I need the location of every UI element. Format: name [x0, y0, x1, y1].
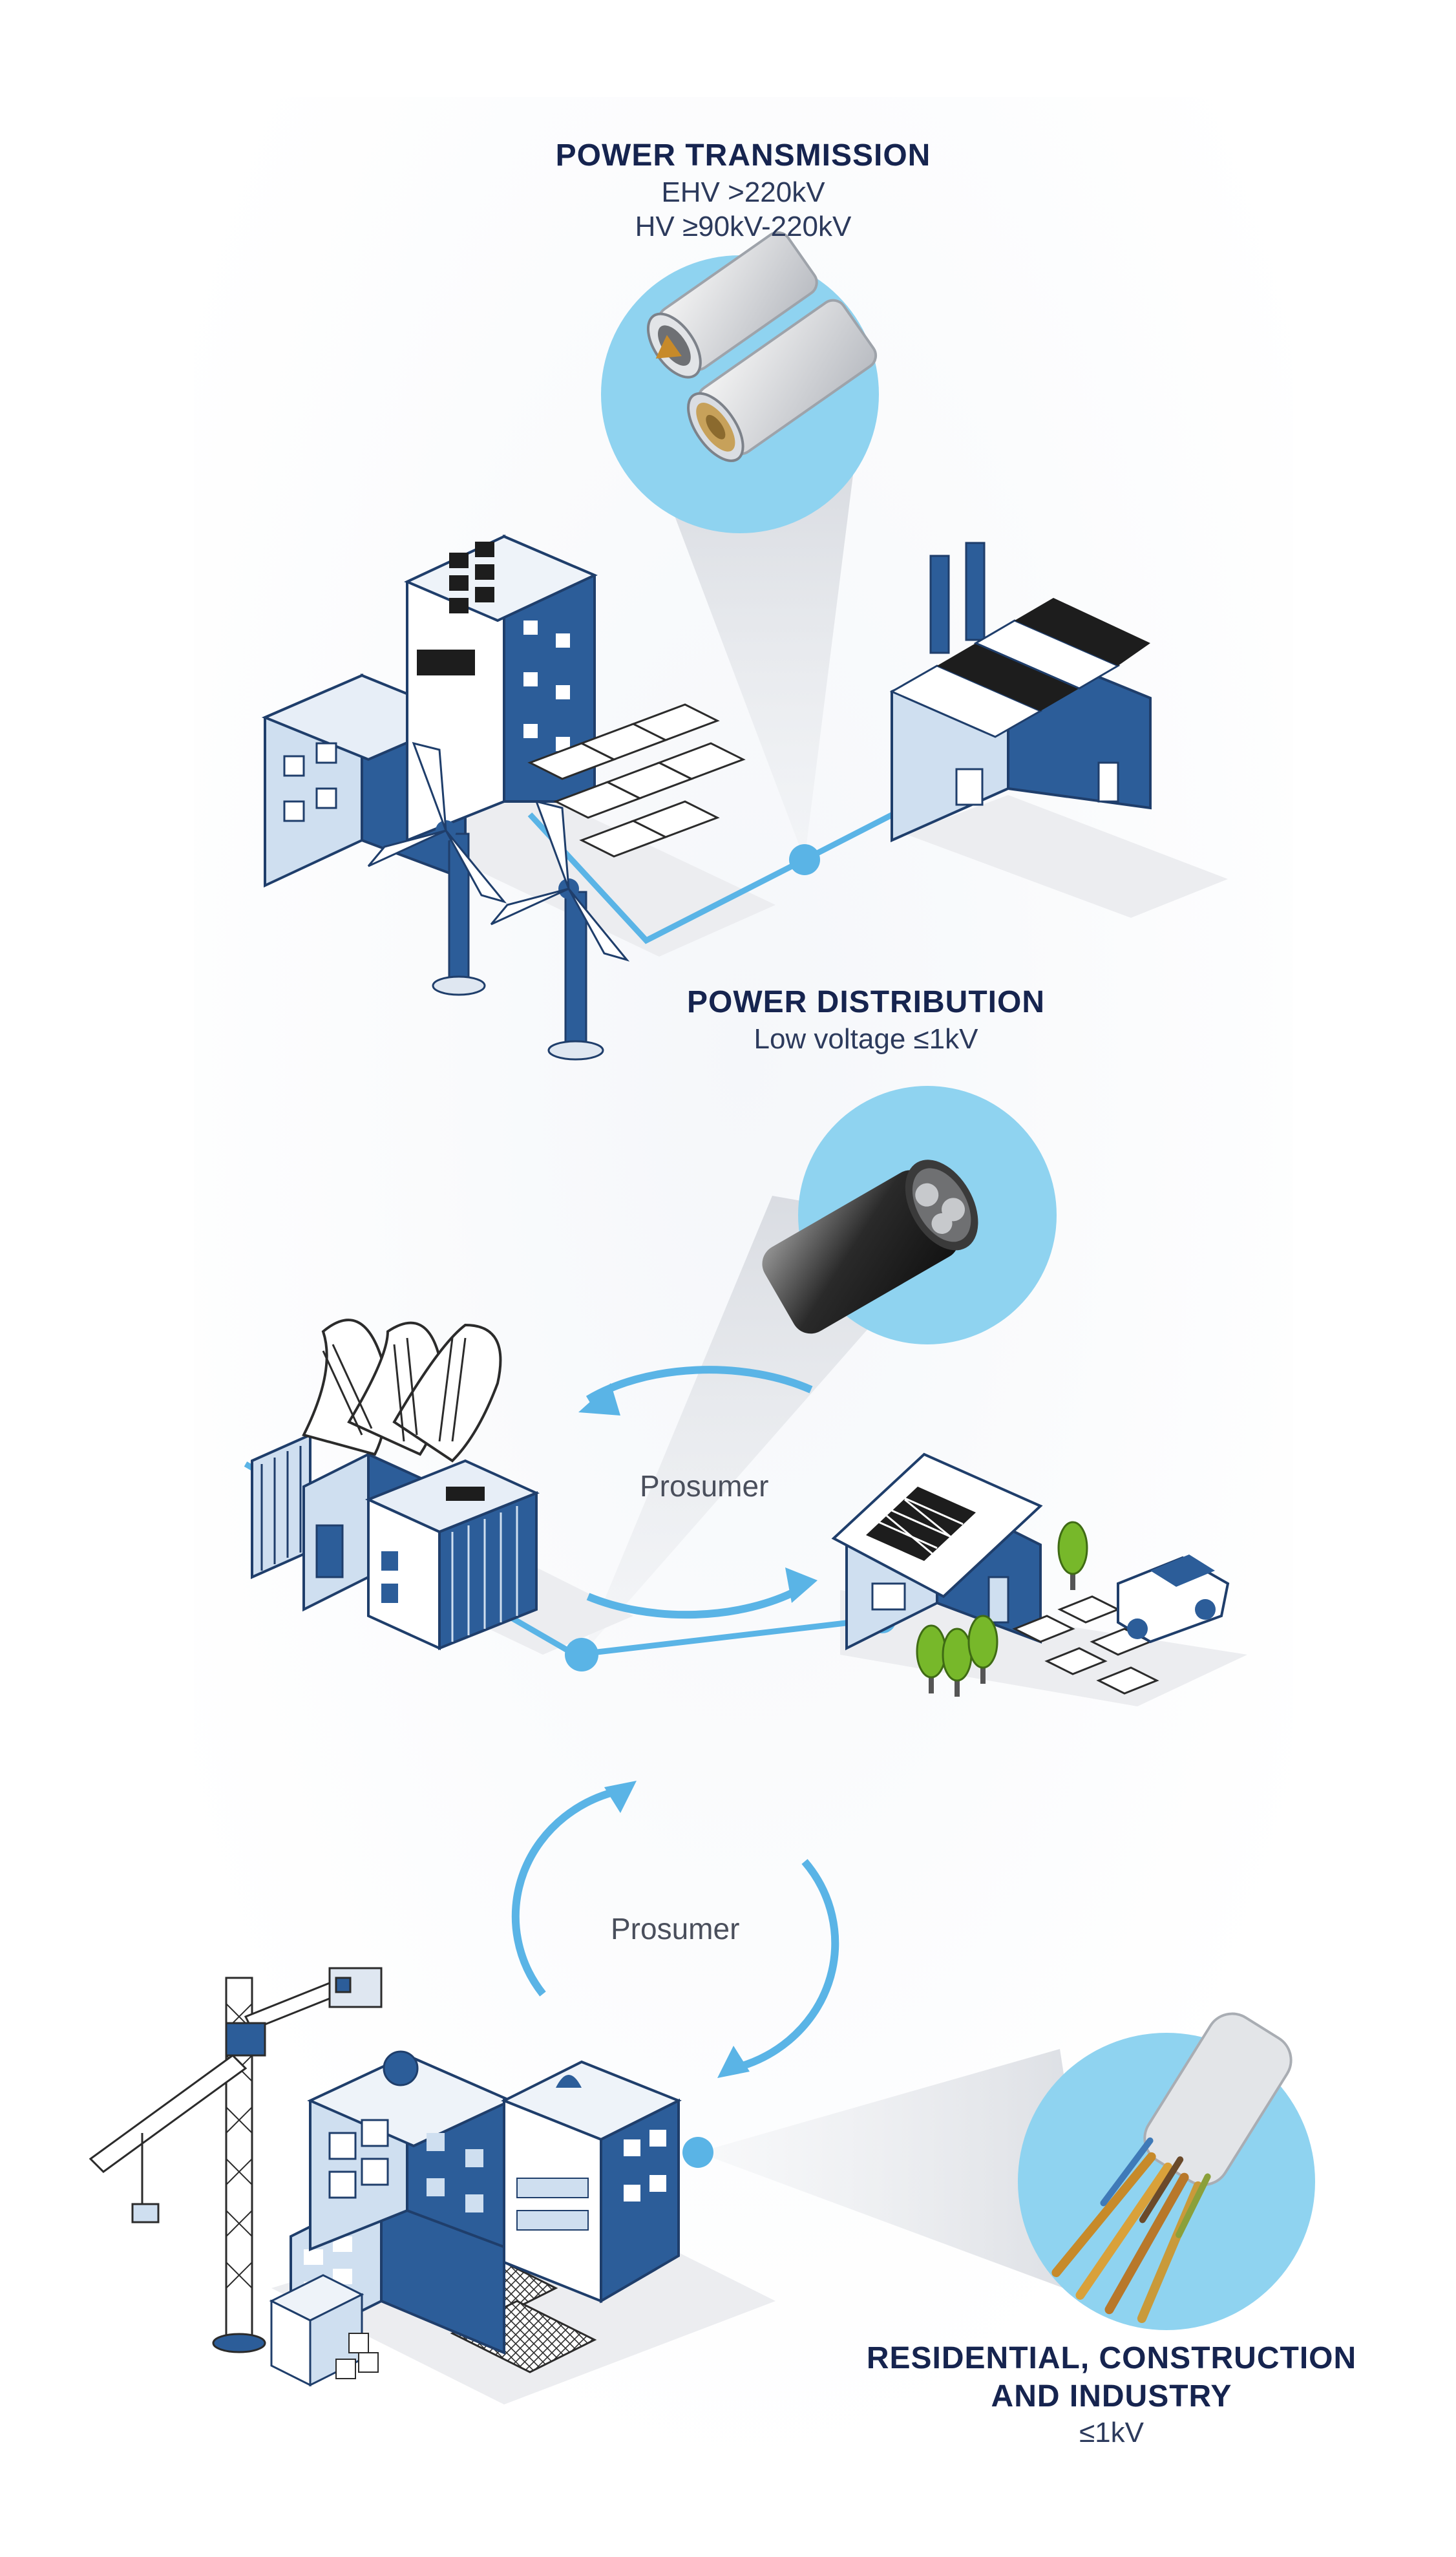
- residential-title-line2: AND INDUSTRY: [991, 2379, 1232, 2414]
- transmission-scene: [261, 231, 1228, 1061]
- office-complex: [269, 2050, 682, 2387]
- office-building: [261, 534, 598, 888]
- trees: [916, 1521, 1088, 1697]
- junction-node: [565, 1638, 598, 1671]
- hv-cable-circle: [601, 231, 879, 533]
- substation: [251, 1319, 540, 1651]
- prosumer-label-upper: Prosumer: [640, 1469, 769, 1503]
- junction-node: [682, 2137, 713, 2168]
- distribution-scene: [244, 1086, 1247, 1706]
- residential-cable-circle: [1018, 2012, 1315, 2330]
- wind-turbine: [490, 800, 630, 1061]
- house: [831, 1452, 1043, 1651]
- prosumer-label-lower: Prosumer: [611, 1912, 740, 1946]
- car: [1117, 1554, 1230, 1644]
- construction-crane: [89, 1967, 383, 2353]
- residential-label: RESIDENTIAL, CONSTRUCTION AND INDUSTRY ≤…: [788, 2340, 1435, 2450]
- power-transmission-title: POWER TRANSMISSION: [555, 138, 931, 173]
- residential-voltage: ≤1kV: [1079, 2417, 1144, 2449]
- residential-title-line1: RESIDENTIAL, CONSTRUCTION: [866, 2341, 1357, 2375]
- lv-cable-circle: [762, 1086, 1057, 1344]
- solar-field: [527, 703, 746, 858]
- power-transmission-label: POWER TRANSMISSION EHV >220kV HV ≥90kV-2…: [452, 137, 1034, 244]
- wind-turbine: [367, 741, 507, 996]
- hv-voltage: HV ≥90kV-220kV: [635, 211, 852, 243]
- power-distribution-title: POWER DISTRIBUTION: [687, 985, 1045, 1019]
- power-distribution-label: POWER DISTRIBUTION Low voltage ≤1kV: [620, 984, 1112, 1056]
- ehv-voltage: EHV >220kV: [661, 176, 825, 208]
- low-voltage: Low voltage ≤1kV: [754, 1023, 978, 1055]
- junction-node: [789, 844, 820, 875]
- solar-field: [1012, 1595, 1159, 1695]
- residential-scene: [89, 1781, 1315, 2404]
- factory: [889, 542, 1152, 843]
